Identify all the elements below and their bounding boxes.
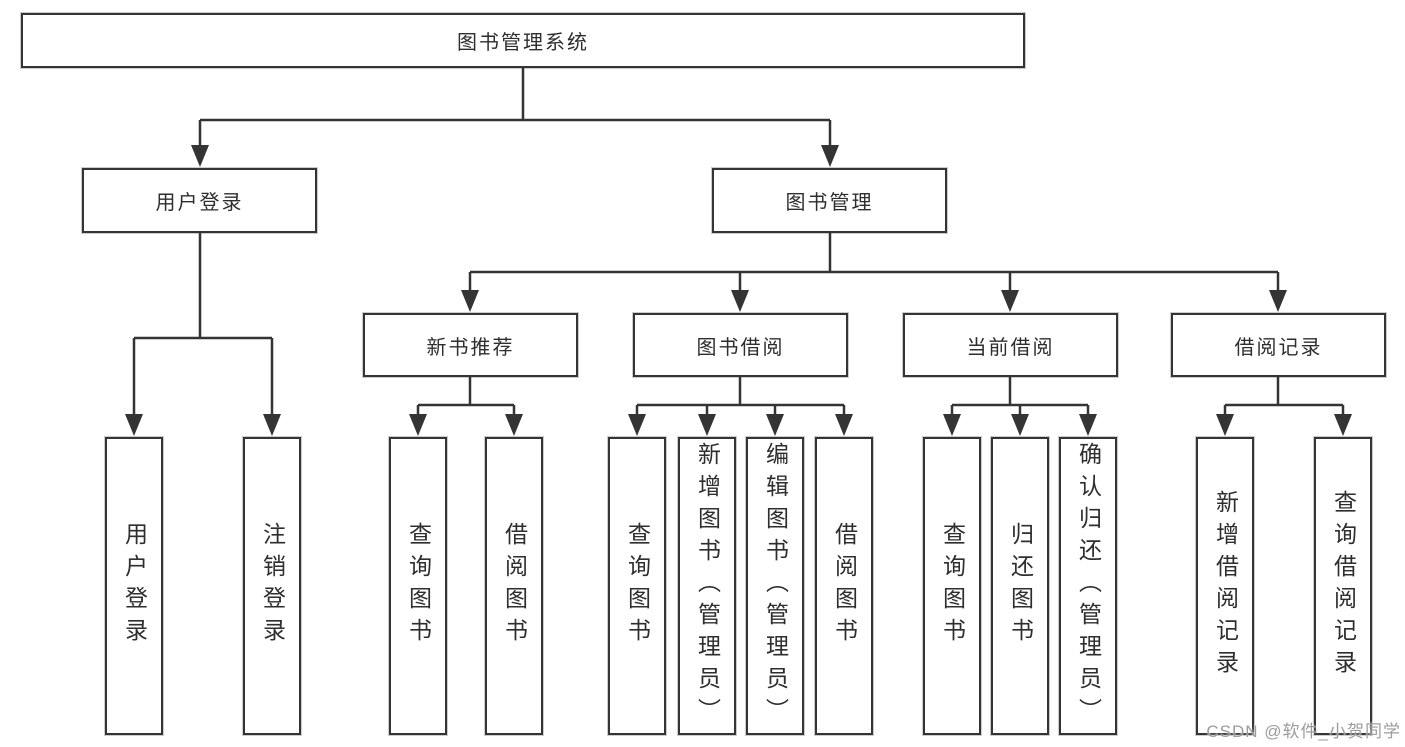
leaf-add-borrow-record-label: 新增借阅记录: [1212, 490, 1239, 682]
leaf-add-books-admin: 新增图书（管理员）: [678, 437, 736, 735]
leaf-confirm-return-admin: 确认归还（管理员）: [1059, 437, 1117, 735]
leaf-query-books-recommend-label: 查询图书: [405, 522, 432, 650]
leaf-add-borrow-record: 新增借阅记录: [1196, 437, 1254, 735]
leaf-logout: 注销登录: [243, 437, 301, 735]
leaf-query-borrow-record-label: 查询借阅记录: [1330, 490, 1357, 682]
node-current-borrow-label: 当前借阅: [966, 336, 1055, 359]
leaf-borrow-books-recommend: 借阅图书: [485, 437, 543, 735]
leaf-return-books-label: 归还图书: [1007, 522, 1034, 650]
leaf-return-books: 归还图书: [991, 437, 1049, 735]
leaf-edit-books-admin: 编辑图书（管理员）: [746, 437, 804, 735]
node-new-book-recommend-label: 新书推荐: [426, 336, 515, 359]
leaf-borrow-books-recommend-label: 借阅图书: [501, 522, 528, 650]
leaf-user-login-label: 用户登录: [121, 522, 148, 650]
leaf-borrow-books: 借阅图书: [815, 437, 873, 735]
node-borrow-record-label: 借阅记录: [1234, 336, 1323, 359]
leaf-query-books-borrow-label: 查询图书: [624, 522, 651, 650]
node-user-login-label: 用户登录: [155, 192, 244, 214]
arrowheads: [125, 145, 1352, 436]
node-user-login: 用户登录: [82, 168, 317, 233]
watermark-text: CSDN @软件_小贺同学: [1206, 722, 1401, 741]
node-book-borrow: 图书借阅: [633, 313, 848, 377]
leaf-query-books-borrow: 查询图书: [608, 437, 666, 735]
leaf-user-login: 用户登录: [105, 437, 163, 735]
leaf-add-books-admin-label: 新增图书（管理员）: [694, 442, 721, 730]
leaf-confirm-return-admin-label: 确认归还（管理员）: [1075, 442, 1102, 730]
node-current-borrow: 当前借阅: [903, 313, 1118, 377]
leaf-query-books-current-label: 查询图书: [939, 522, 966, 650]
node-root-label: 图书管理系统: [457, 32, 589, 54]
leaf-query-books-current: 查询图书: [923, 437, 981, 735]
node-book-management: 图书管理: [712, 168, 947, 233]
node-book-borrow-label: 图书借阅: [696, 336, 785, 359]
leaf-edit-books-admin-label: 编辑图书（管理员）: [762, 442, 789, 730]
node-root-system: 图书管理系统: [21, 13, 1025, 68]
leaf-logout-label: 注销登录: [259, 522, 286, 650]
leaf-query-borrow-record: 查询借阅记录: [1314, 437, 1372, 735]
leaf-query-books-recommend: 查询图书: [389, 437, 447, 735]
node-new-book-recommend: 新书推荐: [363, 313, 578, 377]
node-borrow-record: 借阅记录: [1171, 313, 1386, 377]
leaf-borrow-books-label: 借阅图书: [831, 522, 858, 650]
node-book-management-label: 图书管理: [785, 192, 874, 214]
connector-group: [132, 68, 1345, 416]
